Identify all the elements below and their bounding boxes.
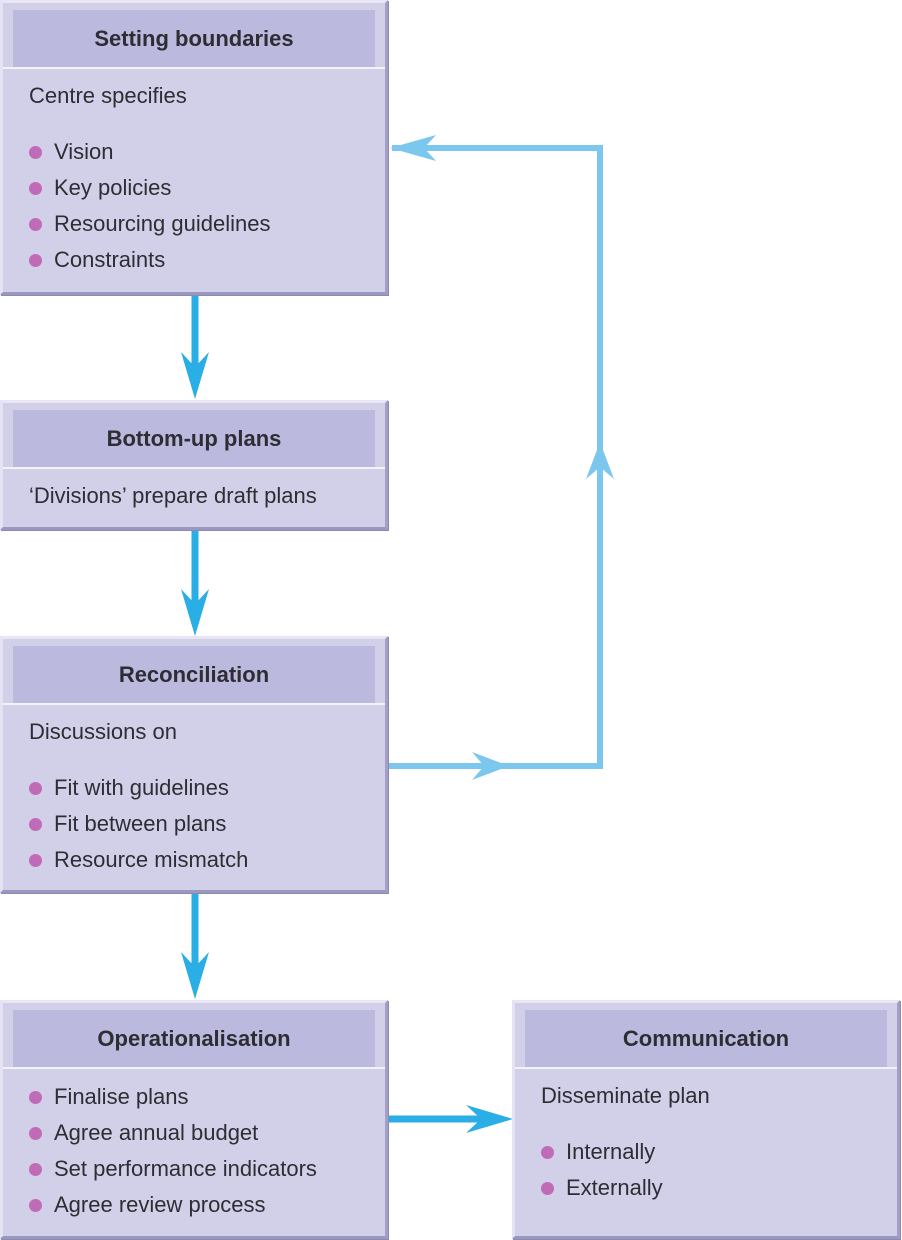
- bullet-icon: [29, 181, 42, 195]
- communication-title: Communication: [525, 1010, 887, 1068]
- bottom-up-plans-body: ‘Divisions’ prepare draft plans: [29, 478, 377, 514]
- bullet-icon: [29, 781, 42, 795]
- bullet-text: Set performance indicators: [54, 1156, 317, 1181]
- header-divider: [515, 1067, 897, 1069]
- bullet-text: Agree annual budget: [54, 1120, 259, 1145]
- reconciliation-intro: Discussions on: [29, 719, 177, 744]
- list-item: Fit with guidelines: [29, 770, 377, 806]
- bullet-text: Internally: [566, 1139, 656, 1164]
- header-divider: [3, 1067, 385, 1069]
- setting-boundaries-intro: Centre specifies: [29, 83, 187, 108]
- bullet-text: Externally: [566, 1175, 663, 1200]
- list-item: Fit between plans: [29, 806, 377, 842]
- bullet-text: Resourcing guidelines: [54, 211, 271, 236]
- bullet-text: Finalise plans: [54, 1084, 189, 1109]
- bullet-text: Fit between plans: [54, 811, 227, 836]
- bullet-text: Agree review process: [54, 1192, 266, 1217]
- list-item: Key policies: [29, 170, 377, 206]
- list-item: Vision: [29, 134, 377, 170]
- arrow-bottomup-to-reconciliation: [181, 529, 209, 636]
- setting-boundaries-body: Centre specifies Vision Key policies Res…: [29, 78, 377, 278]
- operationalisation-box: Operationalisation Finalise plans Agree …: [0, 1000, 388, 1239]
- bullet-icon: [29, 1126, 42, 1140]
- setting-boundaries-title: Setting boundaries: [13, 10, 375, 68]
- list-item: Constraints: [29, 242, 377, 278]
- feedback-loop-arrow: [388, 135, 614, 780]
- list-item: Finalise plans: [29, 1079, 377, 1115]
- reconciliation-box: Reconciliation Discussions on Fit with g…: [0, 636, 388, 893]
- bullet-icon: [29, 145, 42, 159]
- communication-box: Communication Disseminate plan Internall…: [512, 1000, 900, 1239]
- bullet-icon: [541, 1145, 554, 1159]
- reconciliation-title: Reconciliation: [13, 646, 375, 704]
- list-item: Resource mismatch: [29, 842, 377, 878]
- reconciliation-body: Discussions on Fit with guidelines Fit b…: [29, 714, 377, 878]
- bullet-text: Vision: [54, 139, 114, 164]
- list-item: Externally: [541, 1170, 889, 1206]
- arrow-reconciliation-to-operationalisation: [181, 892, 209, 999]
- bullet-icon: [541, 1181, 554, 1195]
- header-divider: [3, 467, 385, 469]
- arrow-operationalisation-to-communication: [388, 1105, 513, 1133]
- setting-boundaries-box: Setting boundaries Centre specifies Visi…: [0, 0, 388, 295]
- bullet-text: Resource mismatch: [54, 847, 249, 872]
- bullet-text: Fit with guidelines: [54, 775, 229, 800]
- bullet-text: Constraints: [54, 247, 166, 272]
- operationalisation-title: Operationalisation: [13, 1010, 375, 1068]
- bullet-icon: [29, 853, 42, 867]
- bullet-icon: [29, 217, 42, 231]
- communication-body: Disseminate plan Internally Externally: [541, 1078, 889, 1206]
- bullet-icon: [29, 1198, 42, 1212]
- bullet-icon: [29, 253, 42, 267]
- list-item: Agree review process: [29, 1187, 377, 1223]
- bottom-up-plans-title: Bottom-up plans: [13, 410, 375, 468]
- list-item: Agree annual budget: [29, 1115, 377, 1151]
- bullet-icon: [29, 1162, 42, 1176]
- header-divider: [3, 703, 385, 705]
- operationalisation-body: Finalise plans Agree annual budget Set p…: [29, 1079, 377, 1223]
- communication-intro: Disseminate plan: [541, 1083, 710, 1108]
- arrow-boundaries-to-bottomup: [181, 294, 209, 399]
- list-item: Resourcing guidelines: [29, 206, 377, 242]
- bullet-icon: [29, 1090, 42, 1104]
- header-divider: [3, 67, 385, 69]
- bullet-text: Key policies: [54, 175, 172, 200]
- list-item: Set performance indicators: [29, 1151, 377, 1187]
- list-item: Internally: [541, 1134, 889, 1170]
- bottom-up-plans-box: Bottom-up plans ‘Divisions’ prepare draf…: [0, 400, 388, 530]
- bullet-icon: [29, 817, 42, 831]
- bottom-up-plans-intro: ‘Divisions’ prepare draft plans: [29, 483, 317, 508]
